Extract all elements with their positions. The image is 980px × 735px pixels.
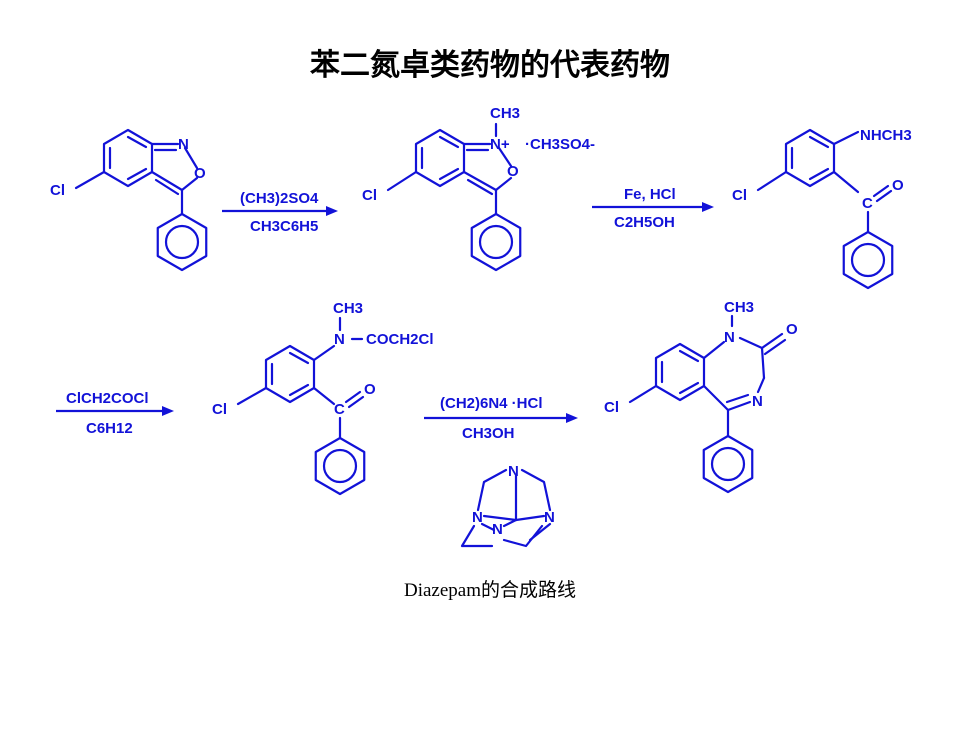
reagent-3: ClCH2COCl [66,390,149,407]
n-label: N [724,329,735,346]
compound-benzisoxazole: Cl N O [50,128,208,272]
n-label: N [472,509,483,526]
solvent-3: C6H12 [86,420,133,437]
c-label: C [334,401,345,418]
cl-label: Cl [50,182,65,199]
n-label: N [508,463,519,480]
nhch3-label: NHCH3 [860,127,912,144]
solvent-1: CH3C6H5 [250,218,318,235]
o-label: O [892,177,904,194]
compound-aminobenzophenone: NHCH3 Cl C O [732,127,912,290]
counterion-label: ·CH3SO4- [525,136,595,153]
reagent-4: (CH2)6N4 ·HCl [440,395,543,412]
compound-diazepam: N CH3 O N Cl [604,299,798,494]
o-label: O [786,321,798,338]
n-plus-label: N+ [490,136,510,153]
cl-label: Cl [212,401,227,418]
reagent-2: Fe, HCl [624,186,676,203]
scheme-caption: Diazepam的合成路线 [403,580,576,601]
compound-chloroacetamide: N CH3 COCH2Cl Cl C O [212,300,434,496]
o-label: O [364,381,376,398]
reaction-arrow-2: Fe, HCl C2H5OH [592,186,714,231]
compound-benzisoxazolium: CH3 N+ ·CH3SO4- O Cl [362,105,595,272]
reaction-arrow-1: (CH3)2SO4 CH3C6H5 [222,190,338,235]
o-label: O [507,163,519,180]
coch2cl-label: COCH2Cl [366,331,434,348]
solvent-2: C2H5OH [614,214,675,231]
hexamine-structure: N N N N [460,463,555,548]
cl-label: Cl [604,399,619,416]
cl-label: Cl [732,187,747,204]
n-label: N [544,509,555,526]
ch3-label: CH3 [724,299,754,316]
ch3-label: CH3 [333,300,363,317]
page-title: 苯二氮卓类药物的代表药物 [310,48,670,83]
c-label: C [862,195,873,212]
reaction-arrow-4: (CH2)6N4 ·HCl CH3OH [424,395,578,442]
reagent-1: (CH3)2SO4 [240,190,319,207]
n-label: N [334,331,345,348]
n-label: N [492,521,503,538]
reaction-arrow-3: ClCH2COCl C6H12 [56,390,174,437]
n-label: N [752,393,763,410]
cl-label: Cl [362,187,377,204]
solvent-4: CH3OH [462,425,515,442]
n-label: N [178,136,189,153]
ch3-label: CH3 [490,105,520,122]
o-label: O [194,165,206,182]
